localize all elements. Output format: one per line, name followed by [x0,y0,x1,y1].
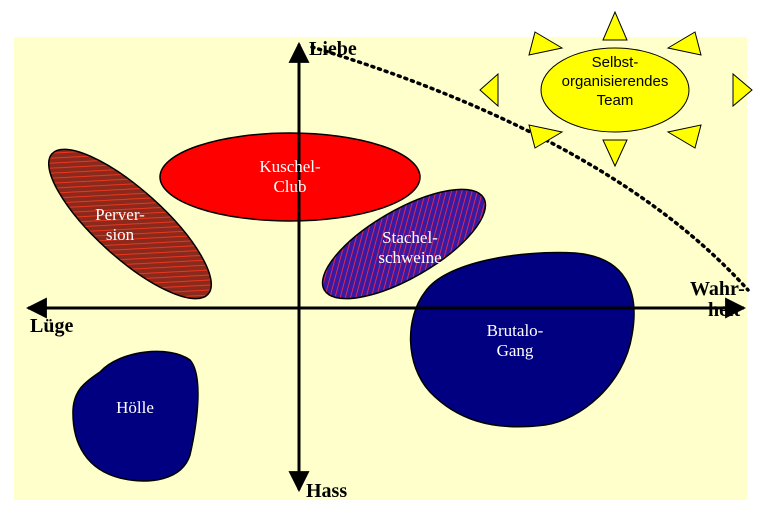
axis-label-wahrheit-line2: heit [708,299,741,321]
label-brutalo-gang-line1: Brutalo- [486,321,544,340]
sun-icon [479,10,753,168]
region-brutalo-gang [409,251,635,428]
sun-label-line2: organisierendes [561,72,669,90]
label-perversion: Perver- sion [80,205,160,246]
label-brutalo-gang-line2: Gang [496,341,534,361]
label-kuschel-club-line2: Club [273,177,307,197]
label-perversion-line2: sion [105,225,135,245]
region-stachelschweine [321,188,487,300]
axis-label-luege: Lüge [30,315,74,337]
axis-label-liebe: Liebe [309,38,357,60]
sun-label-line3: Team [596,91,634,109]
dotted-path [310,45,750,292]
label-kuschel-club-line1: Kuschel- [259,157,321,176]
sun-label: Selbst- organisierendes Team [547,54,683,110]
label-hoelle: Hölle [116,398,154,417]
region-perversion [47,148,213,300]
label-stachelschweine-line2: schweine [378,248,442,268]
label-stachelschweine: Stachel- schweine [355,228,465,269]
label-brutalo-gang: Brutalo- Gang [465,321,565,362]
sun-label-line1: Selbst- [591,54,639,71]
axis-label-wahrheit: Wahr- heit [690,279,745,321]
label-perversion-line1: Perver- [95,205,145,224]
region-hoelle [72,350,199,482]
label-kuschel-club: Kuschel- Club [245,157,335,198]
axis-label-hass: Hass [306,480,348,502]
axis-label-wahrheit-line1: Wahr- [690,278,745,300]
label-stachelschweine-line1: Stachel- [382,228,438,247]
